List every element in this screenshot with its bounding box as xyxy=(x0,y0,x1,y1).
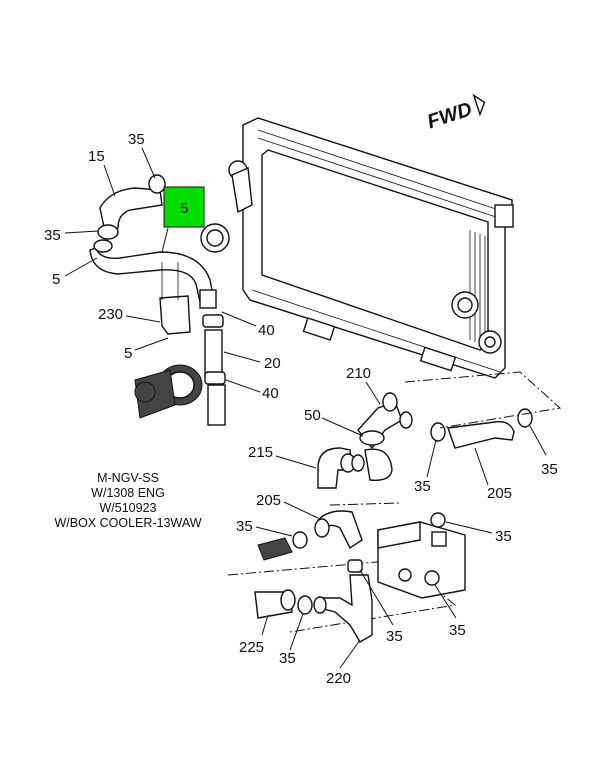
radiator-assembly xyxy=(200,117,514,379)
callout-35-far-right: 35 xyxy=(541,461,558,478)
callout-35-top: 35 xyxy=(128,131,145,148)
callout-35-valve: 35 xyxy=(495,528,512,545)
hose-15 xyxy=(97,174,166,240)
leader-lines xyxy=(64,147,547,669)
compressor xyxy=(134,364,203,419)
hose-220 xyxy=(319,574,373,643)
clamp-50 xyxy=(359,430,385,446)
callout-220: 220 xyxy=(326,670,351,687)
forward-arrow: FWD xyxy=(425,93,486,133)
callout-205-lower: 205 xyxy=(256,492,281,509)
hose-215 xyxy=(317,447,393,489)
note-line-2: W/1308 ENG xyxy=(91,486,165,500)
notes-block: M-NGV-SS W/1308 ENG W/510923 W/BOX COOLE… xyxy=(54,471,201,530)
callout-35-bottom-mid: 35 xyxy=(386,628,403,645)
callout-225: 225 xyxy=(239,639,264,656)
callout-230: 230 xyxy=(98,306,123,323)
fwd-label: FWD xyxy=(425,98,475,133)
callout-35-bottom: 35 xyxy=(279,650,296,667)
callout-35-left: 35 xyxy=(44,227,61,244)
callout-35-bottom-right: 35 xyxy=(449,622,466,639)
tube-5 xyxy=(89,239,217,309)
callout-15: 15 xyxy=(88,148,105,165)
callout-5-left: 5 xyxy=(52,271,60,288)
hose-225 xyxy=(254,589,327,619)
valve-block xyxy=(377,512,466,599)
callout-40-upper: 40 xyxy=(258,322,275,339)
callout-50: 50 xyxy=(304,407,321,424)
callout-215: 215 xyxy=(248,444,273,461)
bracket-230 xyxy=(159,262,191,335)
arrow-icon xyxy=(472,93,486,117)
highlight-box[interactable] xyxy=(163,186,205,228)
fitting-left xyxy=(257,531,308,561)
highlight-label[interactable]: 5 xyxy=(180,200,188,217)
callout-210: 210 xyxy=(346,365,371,382)
callout-20: 20 xyxy=(264,355,281,372)
hose-205-lower xyxy=(314,510,363,573)
callout-labels: 35 15 35 5 230 5 40 20 40 210 50 215 35 … xyxy=(44,131,558,687)
hose-20 xyxy=(202,314,226,426)
callout-40-lower: 40 xyxy=(262,385,279,402)
note-line-1: M-NGV-SS xyxy=(97,471,159,485)
callout-5-bracket: 5 xyxy=(124,345,132,362)
callout-205-right: 205 xyxy=(487,485,512,502)
note-line-4: W/BOX COOLER-13WAW xyxy=(54,516,201,530)
callout-35-mid: 35 xyxy=(414,478,431,495)
radiator-fins xyxy=(469,230,486,346)
note-line-3: W/510923 xyxy=(100,501,157,515)
callout-35-lower-left: 35 xyxy=(236,518,253,535)
highlight-callout[interactable]: 5 xyxy=(163,186,205,228)
